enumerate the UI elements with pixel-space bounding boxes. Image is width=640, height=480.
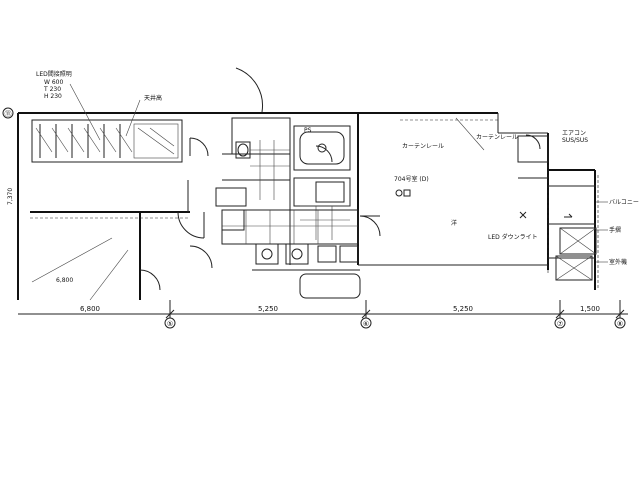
label-yo: 洋 (451, 219, 457, 227)
dimension-line (18, 300, 628, 319)
label-aircon-1: エアコン (562, 130, 586, 137)
label-spec-h: H 230 (44, 93, 62, 100)
axis-5: ⑤ (167, 320, 173, 328)
label-spec-w: W 600 (44, 79, 63, 86)
dim-1: 6,800 (80, 305, 100, 313)
axis-6: ⑥ (363, 320, 369, 328)
label-ceiling: 天井高 (144, 94, 162, 102)
label-aircon-2: SUS/SUS (562, 137, 588, 144)
dim-3: 5,250 (453, 305, 473, 313)
door-swings (139, 67, 541, 291)
label-spec-t: T 230 (43, 86, 61, 93)
kitchen-block (221, 209, 361, 299)
led-leaders (69, 83, 141, 141)
axis-markers: ⑪ ⑤ ⑥ ⑦ ⑧ (2, 107, 626, 329)
dim-2: 5,250 (258, 305, 278, 313)
label-side-mid: 6,800 (56, 277, 73, 284)
axis-7: ⑦ (557, 320, 563, 328)
label-ps: PS (304, 127, 312, 134)
label-room-no: 704号室 (D) (394, 175, 429, 183)
diagonal-leaders (31, 117, 485, 301)
side-leaders (596, 201, 608, 263)
label-side-1: バルコニー (609, 199, 639, 206)
label-side-2: 手摺 (609, 226, 621, 234)
outer-walls (17, 112, 596, 300)
dim-4: 1,500 (580, 305, 600, 313)
axis-8: ⑧ (617, 320, 623, 328)
axis-left: ⑪ (5, 110, 12, 118)
room-fixtures (395, 135, 597, 281)
label-lighting: LED ダウンライト (488, 233, 538, 241)
label-side-3: 室外機 (609, 258, 627, 266)
label-curtain-2: カーテンレール (476, 134, 518, 141)
dashed-lines (30, 119, 599, 290)
bath-wet-area (215, 117, 351, 265)
shelving-hatch (31, 119, 183, 163)
label-side-left: 7,370 (7, 188, 14, 205)
label-led: LED間接照明 (36, 70, 72, 78)
label-curtain-1: カーテンレール (402, 143, 444, 150)
